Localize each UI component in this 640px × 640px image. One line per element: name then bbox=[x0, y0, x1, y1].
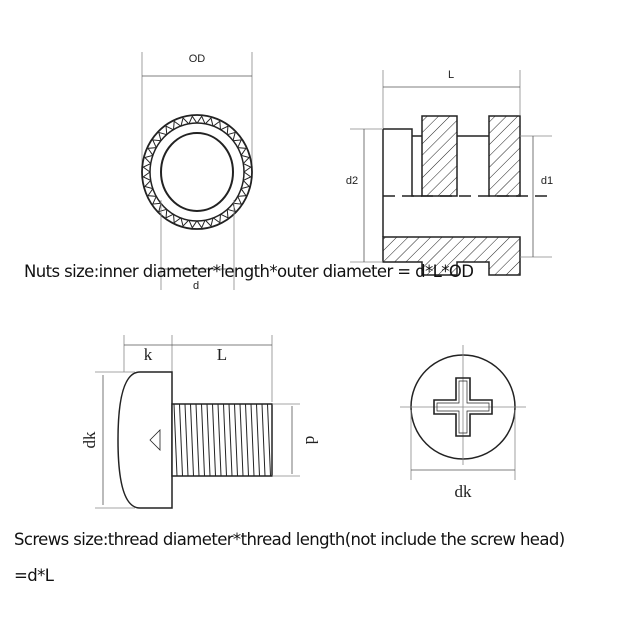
d1-label: d1 bbox=[541, 175, 553, 187]
thread-line bbox=[212, 403, 216, 477]
thread-line bbox=[195, 403, 200, 477]
knurl-tooth bbox=[241, 180, 251, 190]
knurl-tooth bbox=[204, 217, 214, 228]
knurl-tooth bbox=[173, 214, 182, 224]
dk-top-label: dk bbox=[455, 482, 473, 501]
od-label: OD bbox=[189, 53, 206, 65]
knurl-tooth bbox=[158, 131, 167, 141]
thread-line bbox=[234, 403, 238, 477]
screw-side-view bbox=[95, 335, 300, 509]
knurl-tooth bbox=[143, 180, 153, 190]
thread-line bbox=[190, 403, 194, 477]
knurl-tooth bbox=[220, 125, 229, 135]
knurl-tooth bbox=[204, 116, 214, 127]
knurl-tooth bbox=[180, 116, 190, 127]
knurl-tooth bbox=[147, 188, 157, 197]
knurl-tooth bbox=[212, 214, 221, 224]
thread-line bbox=[201, 403, 205, 477]
screw-size-caption: Screws size:thread diameter*thread lengt… bbox=[14, 530, 565, 549]
thread-line bbox=[173, 403, 178, 477]
d-label: d bbox=[193, 280, 199, 292]
nut-front-view bbox=[141, 52, 253, 290]
d2-label: d2 bbox=[346, 175, 358, 187]
d-side-label: d bbox=[302, 436, 321, 445]
thread-line bbox=[239, 403, 244, 477]
thread-line bbox=[223, 403, 227, 477]
k-label: k bbox=[144, 345, 153, 364]
thread-line bbox=[217, 403, 222, 477]
knurl-tooth bbox=[227, 131, 236, 141]
knurl-tooth bbox=[232, 139, 243, 148]
nut-size-caption: Nuts size:inner diameter*length*outer di… bbox=[24, 262, 474, 281]
knurl-tooth bbox=[188, 115, 198, 125]
knurl-tooth bbox=[173, 120, 182, 130]
screw-top-view bbox=[400, 345, 526, 480]
thread-line bbox=[184, 403, 189, 477]
thread-line bbox=[206, 403, 211, 477]
knurl-tooth bbox=[243, 171, 252, 181]
screw-l-label: L bbox=[217, 345, 227, 364]
knurl-tooth bbox=[212, 120, 221, 130]
knurl-tooth bbox=[180, 217, 190, 228]
knurl-tooth bbox=[196, 219, 206, 229]
thread-line bbox=[261, 403, 266, 477]
thread-line bbox=[256, 403, 260, 477]
thread-line bbox=[228, 403, 233, 477]
knurl-tooth bbox=[188, 219, 198, 229]
knurl-tooth bbox=[165, 125, 174, 135]
knurl-tooth bbox=[237, 147, 247, 156]
knurl-tooth bbox=[237, 188, 247, 197]
knurl-tooth bbox=[158, 203, 167, 213]
screw-size-formula: =d*L bbox=[14, 566, 54, 585]
thread-line bbox=[245, 403, 249, 477]
knurl-tooth bbox=[151, 196, 162, 205]
knurl-tooth bbox=[142, 163, 151, 173]
dk-side-label: dk bbox=[80, 431, 99, 449]
l-label: L bbox=[448, 69, 454, 81]
knurl-tooth bbox=[142, 171, 151, 181]
thread-line bbox=[267, 403, 271, 477]
thread-line bbox=[250, 403, 255, 477]
knurl-tooth bbox=[165, 209, 174, 219]
knurl-tooth bbox=[232, 196, 243, 205]
nut-section-view bbox=[350, 70, 552, 276]
thread-line bbox=[179, 403, 183, 477]
knurl-tooth bbox=[241, 154, 251, 164]
knurl-tooth bbox=[147, 147, 157, 156]
knurl-tooth bbox=[220, 209, 229, 219]
knurl-tooth bbox=[196, 115, 206, 125]
knurl-tooth bbox=[151, 139, 162, 148]
knurl-tooth bbox=[143, 154, 153, 164]
knurl-tooth bbox=[243, 163, 252, 173]
